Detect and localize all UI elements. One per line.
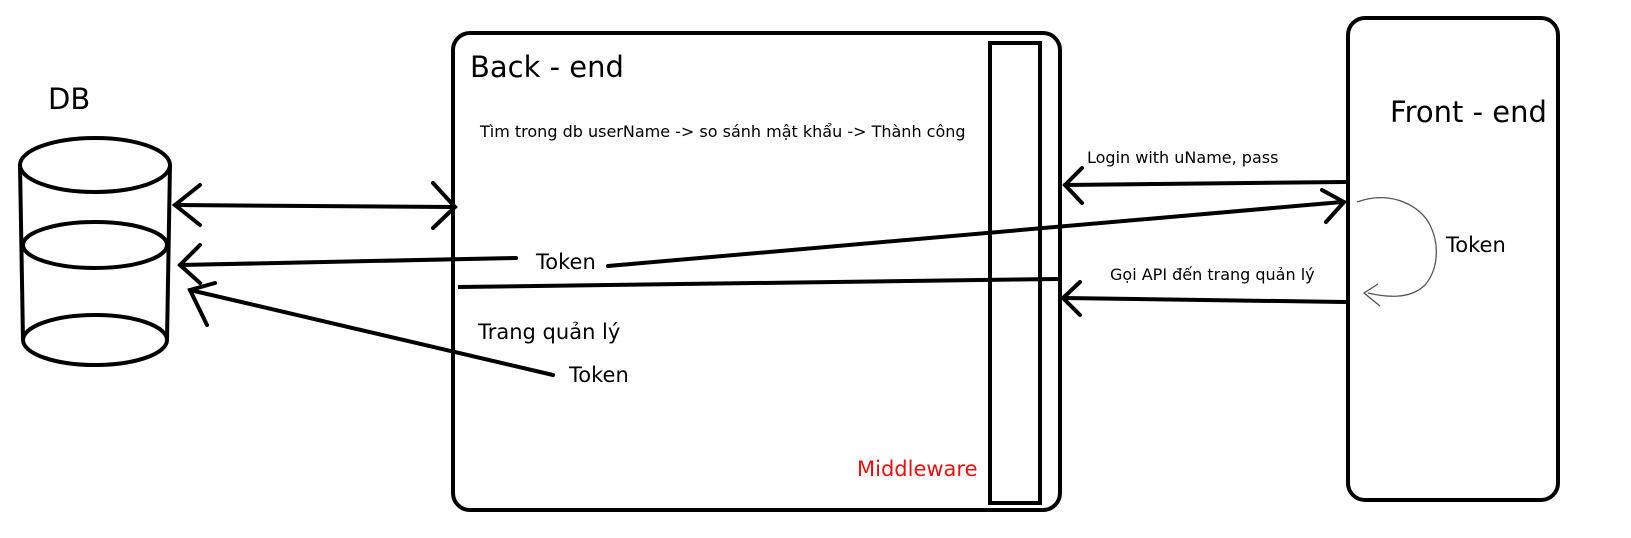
db-cylinder	[18, 136, 172, 367]
loop-curve	[1356, 197, 1437, 297]
api-call-label: Gọi API đến trang quản lý	[1110, 265, 1315, 284]
db-label: DB	[48, 82, 90, 116]
db-backend-double-arrow	[171, 181, 458, 230]
token-to-frontend-head	[1320, 188, 1348, 224]
db-middle-ellipse	[21, 220, 169, 270]
arrowhead-left	[171, 183, 202, 227]
token-label-2: Token	[568, 363, 629, 387]
frontend-box	[1346, 16, 1560, 502]
token-to-frontend-arrow	[606, 188, 1348, 268]
admin-page-label: Trang quản lý	[477, 320, 620, 344]
db-top-ellipse	[18, 136, 172, 194]
middleware-label: Middleware	[857, 457, 978, 481]
login-arrow	[1062, 166, 1347, 205]
backend-title: Back - end	[470, 50, 624, 84]
login-label: Login with uName, pass	[1087, 148, 1278, 167]
frontend-token-loop	[1356, 197, 1437, 307]
db-right-side	[165, 164, 172, 341]
db-bottom-ellipse	[21, 313, 169, 367]
token-arrow-1	[177, 243, 518, 285]
frontend-token-label: Token	[1445, 233, 1506, 257]
token-arrow-2	[187, 281, 555, 377]
backend-flow-text: Tìm trong db userName -> so sánh mật khẩ…	[479, 122, 966, 141]
backend-divider-line	[457, 277, 1059, 289]
backend-box	[451, 31, 1062, 512]
db-left-side	[18, 164, 25, 341]
arrowhead-right	[431, 181, 458, 230]
frontend-title: Front - end	[1390, 95, 1547, 129]
token-arrow-1-head	[177, 243, 202, 285]
login-arrow-head	[1062, 166, 1084, 205]
middleware-strip	[988, 41, 1042, 505]
api-call-arrow-head	[1060, 280, 1082, 317]
api-call-arrow	[1060, 280, 1347, 317]
token-arrow-2-head	[187, 281, 217, 327]
loop-arrow-head	[1362, 283, 1381, 307]
token-label-1: Token	[535, 250, 596, 274]
